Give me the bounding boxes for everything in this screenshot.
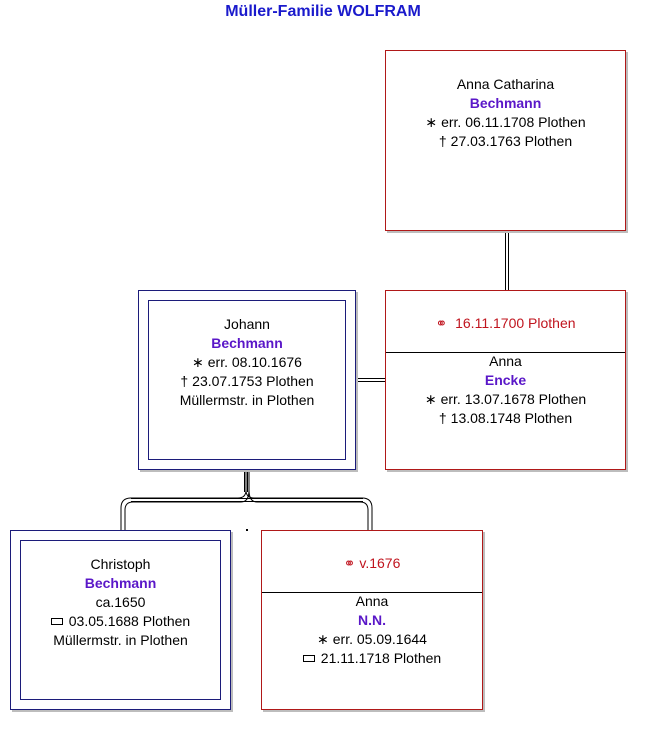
birth-icon: ∗: [192, 354, 204, 370]
connector-daughter-marriage: [505, 231, 509, 291]
birth-line: ∗err. 05.09.1644: [317, 631, 427, 647]
inner-frame: [148, 300, 346, 460]
person-card-anna-nn[interactable]: ⚭v.1676 Anna N.N. ∗err. 05.09.1644 21.11…: [261, 530, 483, 710]
connector-spouses-johann-anna: [356, 378, 386, 382]
occupation: Müllermstr. in Plothen: [179, 392, 315, 408]
divider: [262, 592, 482, 593]
birth-icon: ∗: [317, 631, 329, 647]
marriage-icon: ⚭: [435, 315, 448, 331]
occupation: Müllermstr. in Plothen: [53, 632, 188, 648]
inner-frame: [20, 540, 221, 700]
given-name: Anna Catharina: [456, 76, 555, 92]
coffin-icon: [50, 617, 63, 625]
surname: N.N.: [358, 612, 386, 628]
stray-dot: [246, 529, 248, 531]
death-icon: †: [438, 410, 447, 426]
birth-line: ∗err. 08.10.1676: [192, 354, 302, 370]
person-card-anna-encke[interactable]: ⚭ 16.11.1700 Plothen Anna Encke ∗err. 13…: [385, 290, 626, 470]
birth-icon: ∗: [425, 114, 438, 130]
birth-line: ∗err. 06.11.1708 Plothen: [425, 114, 586, 130]
marriage-icon: ⚭: [343, 555, 356, 571]
surname: Encke: [484, 372, 527, 388]
connector-johann-down: [244, 470, 248, 492]
marriage-line: ⚭v.1676: [343, 555, 401, 571]
given-name: Johann: [224, 316, 270, 332]
coffin-icon: [302, 654, 315, 662]
birth-icon: ∗: [424, 391, 437, 407]
burial-line: 21.11.1718 Plothen: [262, 649, 482, 668]
death-line: †27.03.1763 Plothen: [438, 133, 573, 149]
divider: [386, 352, 625, 353]
death-line: †23.07.1753 Plothen: [180, 373, 314, 389]
death-icon: †: [180, 373, 189, 389]
connector-parents-bar: [131, 498, 363, 502]
given-name: Christoph: [90, 556, 151, 572]
person-card-johann[interactable]: Johann Bechmann ∗err. 08.10.1676 †23.07.…: [138, 290, 356, 470]
person-card-anna-catharina[interactable]: Anna Catharina Bechmann ∗err. 06.11.1708…: [385, 50, 626, 231]
death-icon: †: [438, 133, 447, 149]
page-title: Müller-Familie WOLFRAM: [225, 3, 421, 20]
person-card-christoph[interactable]: Christoph Bechmann ca.1650 03.05.1688 Pl…: [10, 530, 231, 710]
given-name: Anna: [489, 353, 522, 369]
burial-line: 03.05.1688 Plothen: [11, 612, 230, 631]
marriage-line: ⚭ 16.11.1700 Plothen: [435, 315, 576, 331]
surname: Bechmann: [84, 575, 157, 591]
born-line: ca.1650: [95, 594, 146, 610]
death-line: †13.08.1748 Plothen: [438, 410, 573, 426]
given-name: Anna: [355, 593, 389, 609]
surname: Bechmann: [211, 335, 283, 351]
birth-line: ∗err. 13.07.1678 Plothen: [424, 391, 587, 407]
surname: Bechmann: [469, 95, 542, 111]
